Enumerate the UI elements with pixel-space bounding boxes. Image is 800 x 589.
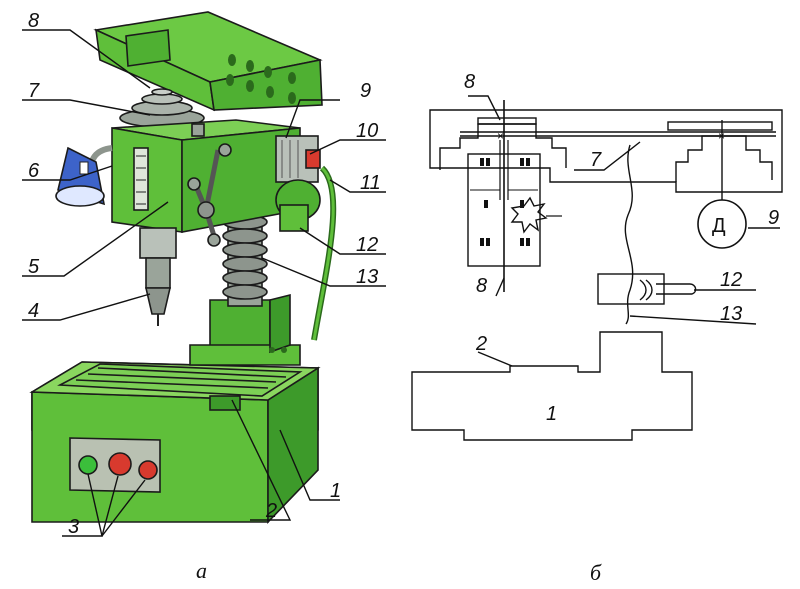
spring-column <box>222 209 268 307</box>
belt-guard-cover <box>93 11 323 112</box>
red-button-large <box>108 452 132 476</box>
svg-text:×: × <box>497 129 504 143</box>
drill-head <box>111 119 337 341</box>
label-b-12: 12 <box>720 269 742 291</box>
label-7: 7 <box>28 80 40 102</box>
label-6: 6 <box>28 160 40 182</box>
kinematic-scheme: × × <box>411 71 783 585</box>
label-b-8-top: 8 <box>464 71 475 93</box>
green-button <box>78 455 98 475</box>
head-housing: × × <box>429 109 783 193</box>
table-and-base <box>411 331 693 441</box>
label-5: 5 <box>28 256 40 278</box>
label-9: 9 <box>360 80 371 102</box>
feed-shaft <box>624 144 634 325</box>
motor-circle <box>697 199 747 249</box>
label-3: 3 <box>68 516 79 538</box>
base-cabinet <box>29 361 321 524</box>
feed-handle <box>597 273 697 305</box>
label-b-7: 7 <box>590 149 602 171</box>
work-lamp <box>55 145 113 207</box>
label-b-1: 1 <box>546 403 557 425</box>
caption-b: б <box>590 560 602 585</box>
label-8: 8 <box>28 10 39 32</box>
label-11: 11 <box>360 172 381 194</box>
label-b-13: 13 <box>720 303 742 325</box>
motor: Д <box>697 120 747 249</box>
red-button-small <box>138 460 158 480</box>
label-12: 12 <box>356 234 378 256</box>
labels-b: 8 7 9 12 13 2 1 8 <box>464 71 779 425</box>
drill-press-illustration: 8 7 6 5 4 9 10 11 12 13 1 2 3 а <box>22 10 386 583</box>
caption-a: а <box>196 558 207 583</box>
spindle-gearbox <box>467 100 562 292</box>
label-4: 4 <box>28 300 39 322</box>
callout-lines-a <box>22 29 386 537</box>
label-b-2: 2 <box>475 333 487 355</box>
label-b-8-bottom: 8 <box>476 275 487 297</box>
labels-a: 8 7 6 5 4 9 10 11 12 13 1 2 3 <box>28 10 381 538</box>
label-10: 10 <box>356 120 378 142</box>
spindle-chuck <box>139 227 177 326</box>
callout-lines-b <box>468 95 780 367</box>
column-pedestal <box>189 293 301 366</box>
label-b-9: 9 <box>768 207 779 229</box>
motor-symbol: Д <box>712 215 726 237</box>
label-13: 13 <box>356 266 378 288</box>
label-1: 1 <box>330 480 341 502</box>
label-2: 2 <box>265 500 277 522</box>
